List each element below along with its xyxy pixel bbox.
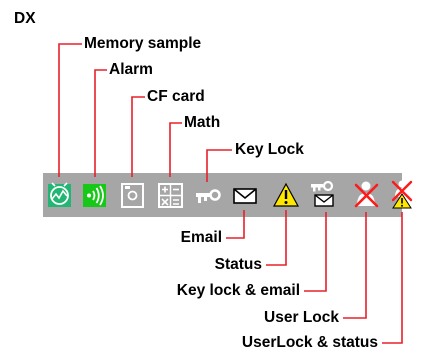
leader-line-memory-sample [58,43,82,177]
leader-line-alarm [94,69,107,177]
label-status: Status [214,256,262,273]
leader-line-cf-card [131,96,145,177]
leader-line-key-lock-email [304,212,327,292]
header-label: DX [14,10,36,27]
leader-line-email [226,210,245,239]
email-icon [233,188,257,204]
user-lock-icon [354,181,379,208]
label-userlock-status: UserLock & status [241,334,378,351]
memory-sample-icon [48,182,71,207]
label-memory-sample: Memory sample [84,35,202,52]
label-alarm: Alarm [109,61,153,78]
key-lock-icon [196,189,221,203]
leader-line-key-lock [206,149,232,182]
cf-card-icon [121,183,144,208]
leader-line-status [266,210,287,266]
key-lock-email-icon [311,180,334,207]
status-icon [272,182,300,207]
label-user-lock: User Lock [264,309,339,326]
userlock-status-icon [391,180,413,209]
leader-line-math [169,122,182,177]
label-key-lock-email: Key lock & email [176,282,300,299]
leader-line-user-lock [343,212,367,319]
label-math: Math [184,114,221,131]
label-key-lock: Key Lock [235,141,304,158]
leader-line-userlock-status [382,212,403,344]
label-cf-card: CF card [147,88,205,105]
label-email: Email [180,229,222,246]
alarm-icon [83,184,106,207]
math-icon [158,183,183,208]
